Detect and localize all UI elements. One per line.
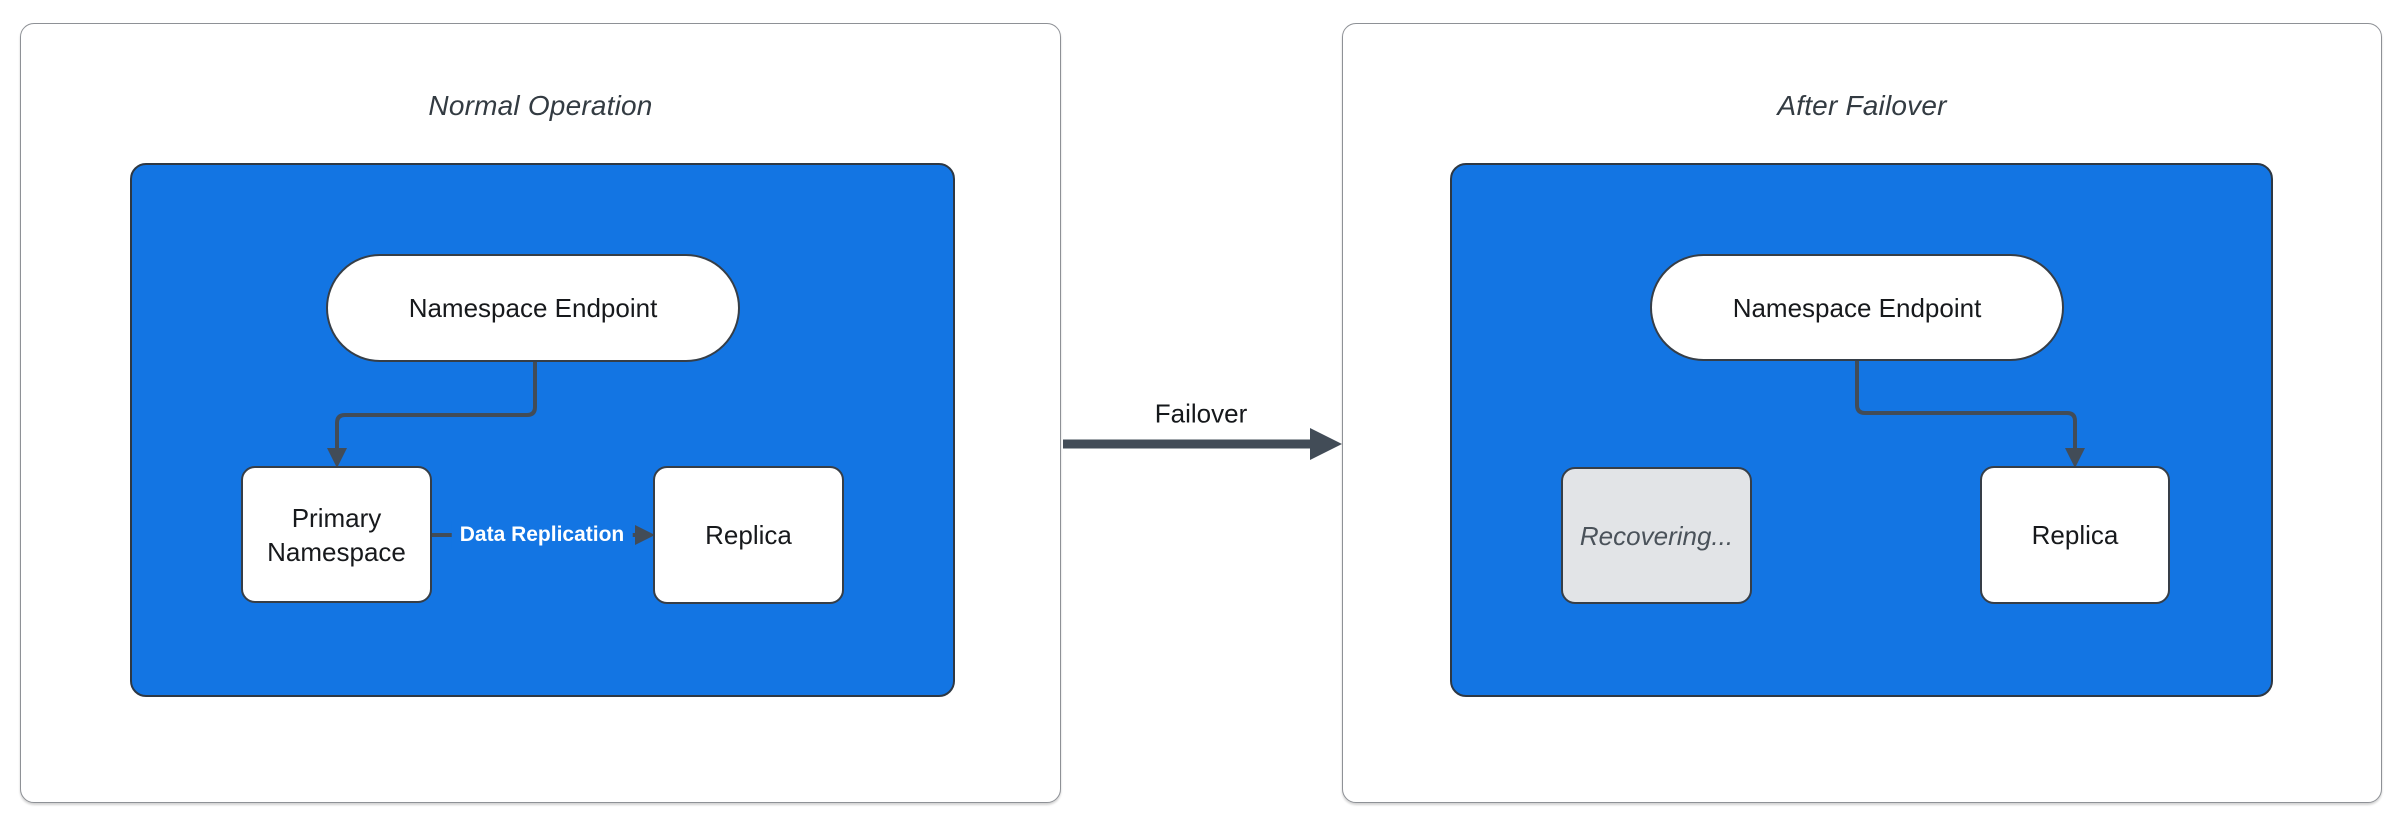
failover-label: Failover [1154,398,1248,429]
namespace-container-right [1450,163,2273,697]
namespace-container-left [130,163,955,697]
edge-primary-to-replica-arrowhead [635,525,655,545]
edge-endpoint-to-primary [335,362,537,450]
namespace-endpoint-node-left: Namespace Endpoint [326,254,740,362]
replica-node-left: Replica [653,466,844,604]
edge-endpoint-to-replica-right [1855,360,2077,450]
panel-title-normal-operation: Normal Operation [428,90,653,121]
recovering-label: Recovering... [1579,520,1734,551]
failover-arrowhead [1310,428,1342,460]
edge-endpoint-to-replica-right-arrowhead [2065,448,2085,468]
namespace-endpoint-label-left: Namespace Endpoint [408,293,658,323]
namespace-endpoint-label-right: Namespace Endpoint [1732,292,1982,323]
recovering-node: Recovering... [1561,467,1752,604]
primary-namespace-label: Primary Namespace [267,502,406,567]
replica-node-right: Replica [1980,466,2170,604]
namespace-endpoint-node-right: Namespace Endpoint [1650,254,2064,361]
primary-namespace-node: Primary Namespace [241,466,432,603]
data-replication-label: Data Replication [451,521,633,549]
panel-title-after-failover: After Failover [1777,90,1947,121]
replica-label-right: Replica [2031,520,2119,550]
replica-label-left: Replica [705,520,792,550]
edge-endpoint-to-primary-arrowhead [327,448,347,468]
